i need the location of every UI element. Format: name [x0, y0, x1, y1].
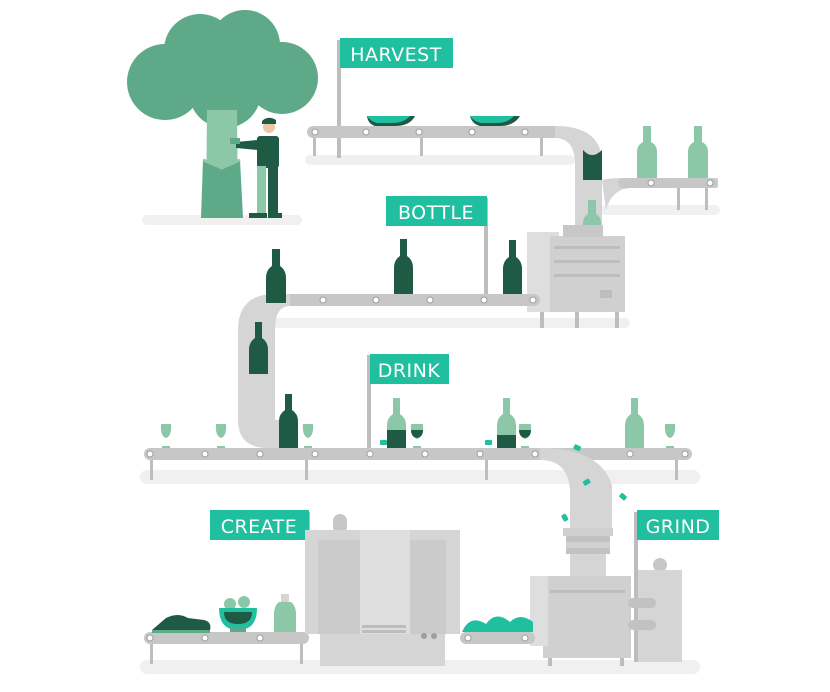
- cork-pieces-icon: [380, 440, 627, 522]
- storage-cabinet-icon: [628, 558, 682, 662]
- bowl-icon: [219, 596, 257, 632]
- harvest-label: HARVEST: [350, 44, 442, 66]
- chute-corks-icon: [583, 150, 602, 180]
- ground-shadows: [140, 155, 720, 674]
- grind-sign: GRIND: [634, 510, 719, 662]
- wine-glass-icon: [410, 424, 532, 448]
- cork-bottle-icon: [274, 594, 296, 632]
- conveyor-belt-third: [144, 448, 692, 535]
- bottling-machine-icon: [527, 225, 625, 328]
- bottle-icon: [279, 394, 644, 448]
- tree-icon: [127, 10, 318, 218]
- bottle-icon: [249, 239, 522, 374]
- bottle-label: BOTTLE: [398, 202, 474, 224]
- cork-granules-icon: [462, 616, 533, 632]
- conveyor-belt-bottom: [144, 632, 535, 664]
- bottle-sign: BOTTLE: [386, 196, 488, 296]
- cork-bark-icon: [367, 116, 520, 126]
- harvest-sign: HARVEST: [337, 38, 453, 158]
- create-label: CREATE: [221, 516, 298, 538]
- drink-label: DRINK: [378, 360, 441, 382]
- worker-icon: [230, 117, 282, 218]
- shoe-icon: [152, 615, 211, 633]
- drink-sign: DRINK: [367, 354, 449, 450]
- grind-label: GRIND: [646, 516, 711, 538]
- conveyor-belt-top: [307, 126, 718, 235]
- press-machine-icon: [305, 514, 460, 666]
- wine-glass-icon: [160, 424, 676, 448]
- grinder-machine-icon: [530, 528, 631, 666]
